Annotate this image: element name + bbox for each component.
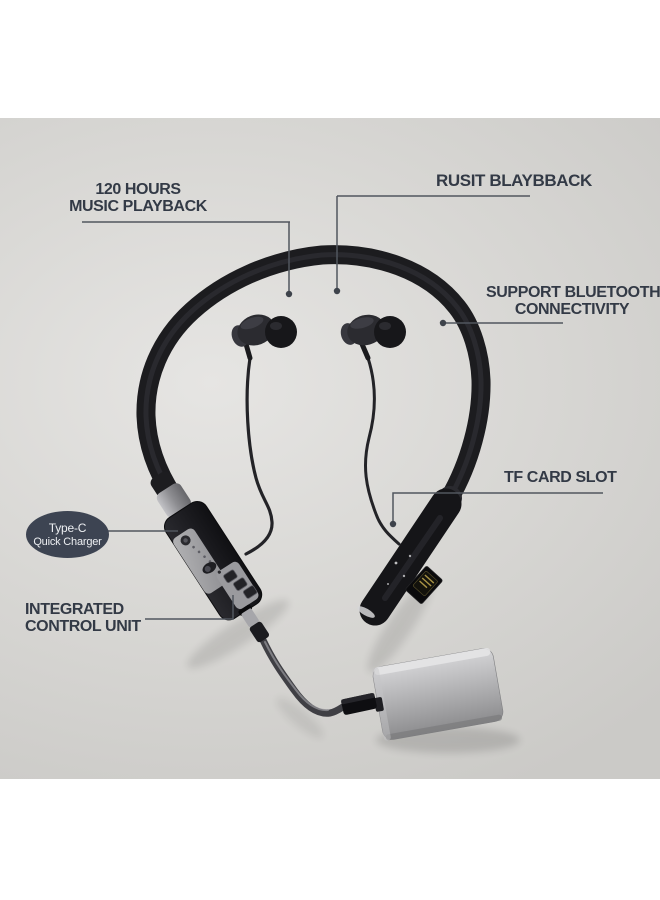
button-2	[233, 577, 248, 591]
pointer-dot-music-playback	[285, 290, 293, 298]
charging-cable	[259, 636, 350, 717]
left-eartip	[265, 316, 297, 348]
neckband	[136, 245, 491, 509]
usb-plug	[341, 693, 377, 715]
callout-line-control-unit	[145, 595, 234, 620]
label-control-unit: INTEGRATED CONTROL UNIT	[25, 601, 141, 635]
button-3	[243, 585, 258, 599]
label-music-playback-line2: MUSIC PLAYBACK	[69, 198, 207, 215]
label-bluetooth-line1: SUPPORT BLUETOOTH	[486, 284, 660, 301]
button-1	[223, 569, 238, 583]
power-bank-top-highlight	[374, 647, 491, 676]
callout-line-music-playback	[82, 221, 290, 291]
label-playback-top-right: RUSIT BLAYBBACK	[436, 172, 592, 189]
product-illustration	[82, 195, 603, 753]
right-eartip	[374, 316, 406, 348]
label-playback-top-right-text: RUSIT BLAYBBACK	[436, 171, 592, 190]
type-c-badge-line1: Type-C	[48, 520, 87, 535]
callout-lines	[82, 195, 603, 620]
type-c-badge: Type-C Quick Charger	[26, 511, 109, 558]
label-bluetooth: SUPPORT BLUETOOTH CONNECTIVITY	[486, 284, 660, 318]
label-bluetooth-line2: CONNECTIVITY	[514, 301, 630, 318]
pointer-dots	[285, 287, 447, 528]
right-earbud	[340, 314, 406, 361]
left-earbud-cable	[244, 356, 274, 556]
right-arm	[357, 486, 462, 626]
tf-card	[405, 566, 443, 604]
product-photo-area: 120 HOURS MUSIC PLAYBACK RUSIT BLAYBBACK…	[0, 118, 660, 779]
label-tf-card: TF CARD SLOT	[504, 469, 617, 486]
label-control-unit-line2: CONTROL UNIT	[25, 618, 141, 635]
power-bank	[371, 647, 504, 741]
pointer-dot-playback-top-right	[333, 287, 341, 295]
arm-endcap-highlight	[357, 606, 375, 618]
type-c-port	[238, 604, 252, 616]
label-music-playback-line1: 120 HOURS	[95, 181, 181, 198]
callout-line-playback-top-right	[336, 195, 530, 288]
left-earbud	[231, 314, 297, 361]
type-c-plug	[241, 608, 259, 627]
label-control-unit-line1: INTEGRATED	[25, 601, 124, 618]
callout-line-tf-card	[392, 492, 603, 521]
power-bank-usb-port	[374, 697, 384, 712]
pointer-dot-bluetooth	[439, 319, 447, 327]
label-music-playback: 120 HOURS MUSIC PLAYBACK	[58, 181, 218, 215]
label-tf-card-text: TF CARD SLOT	[504, 469, 617, 486]
control-unit	[150, 471, 270, 643]
right-earbud-cable	[363, 356, 401, 546]
type-c-badge-line2: Quick Charger	[33, 535, 102, 548]
pointer-dot-tf-card	[389, 520, 397, 528]
